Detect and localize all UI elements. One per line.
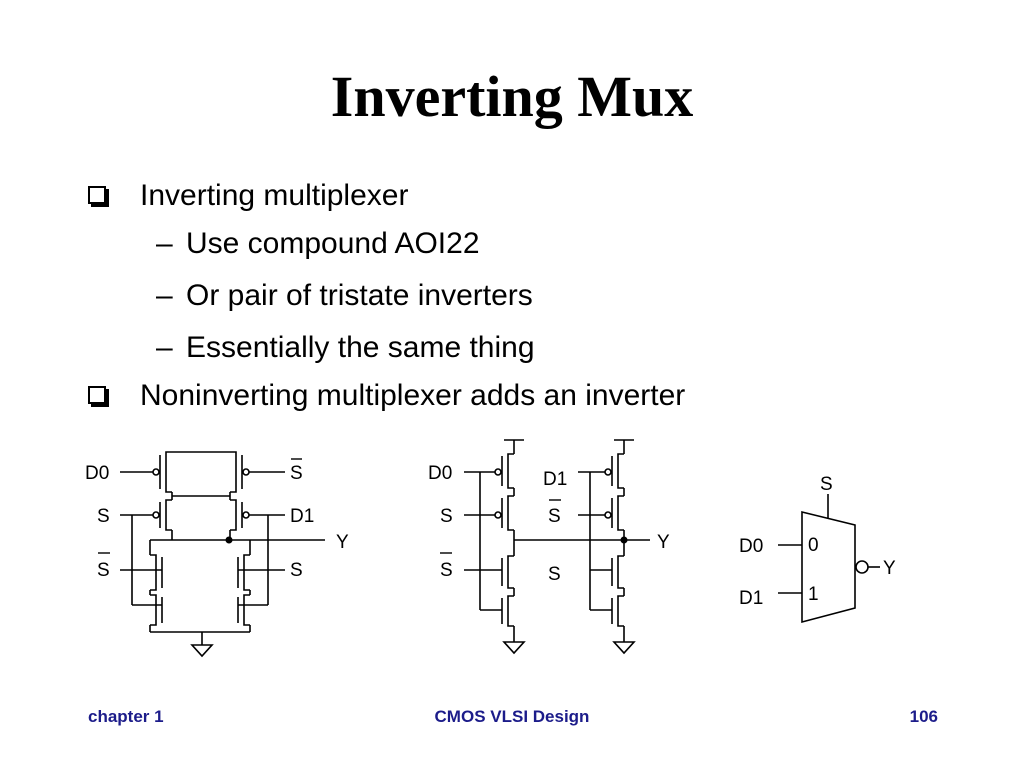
label-d1: D1 [739, 588, 763, 609]
label-s-bar: S [290, 463, 303, 484]
label-d0: D0 [85, 463, 109, 484]
label-y: Y [336, 532, 349, 553]
label-s-bar: S [97, 560, 110, 581]
label-s: S [548, 564, 561, 585]
label-s: S [97, 506, 110, 527]
dash-bullet-icon: – [156, 227, 173, 260]
dash-bullet-icon: – [156, 331, 173, 364]
dash-bullet-icon: – [156, 279, 173, 312]
label-y: Y [657, 532, 670, 553]
label-s-bar: S [548, 506, 561, 527]
label-s: S [820, 474, 833, 495]
label-s: S [290, 560, 303, 581]
checkbox-bullet-icon [88, 186, 106, 204]
label-d1: D1 [290, 506, 314, 527]
checkbox-bullet-icon [88, 386, 106, 404]
mux-symbol [778, 494, 880, 624]
junction-dot [225, 536, 233, 544]
aoi22-schematic [120, 451, 325, 658]
label-y: Y [883, 558, 896, 579]
junction-dot [620, 536, 628, 544]
footer-course-title: CMOS VLSI Design [434, 707, 590, 726]
slide-title: Inverting Mux [330, 64, 694, 129]
footer-chapter: chapter 1 [88, 707, 164, 726]
label-s: S [440, 506, 453, 527]
label-input-1: 1 [808, 584, 819, 605]
label-s-bar: S [440, 560, 453, 581]
label-d0: D0 [428, 463, 452, 484]
label-d1: D1 [543, 469, 567, 490]
label-input-0: 0 [808, 535, 819, 556]
label-d0: D0 [739, 536, 763, 557]
tristate-schematic [464, 439, 650, 655]
footer-page-number: 106 [909, 707, 938, 726]
